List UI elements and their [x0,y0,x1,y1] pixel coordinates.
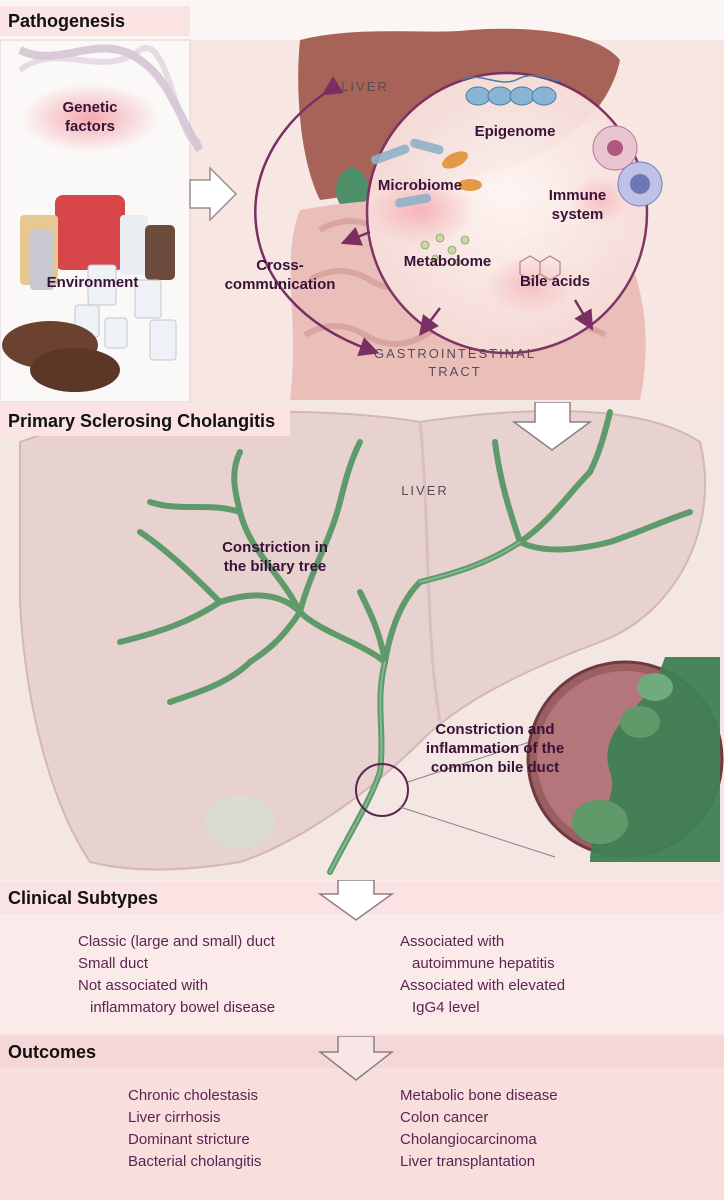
genetic-factors-line1: Genetic [62,99,118,116]
constriction-tree-line2: the biliary tree [223,558,327,575]
outcome-item: Cholangiocarcinoma [400,1131,537,1148]
outcome-item: Chronic cholestasis [128,1087,259,1104]
constriction-tree-line1: Constriction in [222,539,328,556]
outcome-item: Colon cancer [400,1109,489,1126]
outcome-item: Dominant stricture [128,1131,250,1148]
subtype-item: Associated with [400,933,505,950]
genetic-factors-label: Genetic factors [40,98,140,136]
immune-line2: system [551,206,604,223]
subtype-item: Associated with elevated [400,977,566,994]
outcome-item: Metabolic bone disease [400,1087,558,1104]
genetic-factors-line2: factors [64,118,116,135]
gastrointestinal-tract-caption: GASTROINTESTINAL TRACT [355,345,555,381]
bile-acids-label: Bile acids [519,273,591,290]
section-header-psc: Primary Sclerosing Cholangitis [0,406,290,436]
outcomes-right-list: Metabolic bone disease Colon cancer Chol… [400,1085,558,1173]
immune-line1: Immune [548,187,607,204]
liver-caption-top: LIVER [341,79,389,94]
outcome-item: Liver transplantation [400,1153,536,1170]
liver-caption-psc: LIVER [401,483,449,498]
immune-system-label: Immune system [530,186,625,224]
outcome-item: Bacterial cholangitis [128,1153,262,1170]
subtype-item: inflammatory bowel disease [90,999,276,1016]
constriction-biliary-tree-label: Constriction in the biliary tree [200,538,350,576]
cross-line1: Cross- [256,257,304,274]
subtypes-right-list: Associated with autoimmune hepatitis Ass… [400,931,565,1019]
gi-line2: TRACT [428,364,482,379]
outcomes-down-arrow [318,1036,395,1081]
gi-line1: GASTROINTESTINAL [373,346,537,361]
subtype-item: autoimmune hepatitis [412,955,555,972]
psc-illustration [0,402,724,880]
constriction-duct-line2: inflammation of the [425,740,565,757]
metabolome-label: Metabolome [403,253,492,270]
subtype-item: Not associated with [78,977,209,994]
cross-line2: communication [224,276,336,293]
subtype-item: Small duct [78,955,149,972]
subtypes-left-list: Classic (large and small) duct Small duc… [78,931,275,1019]
subtype-item: IgG4 level [412,999,480,1016]
epigenome-label: Epigenome [474,123,556,140]
outcome-item: Liver cirrhosis [128,1109,221,1126]
pathogenesis-illustration [0,0,724,402]
microbiome-label: Microbiome [377,177,463,194]
environment-label: Environment [46,274,139,291]
section-header-pathogenesis: Pathogenesis [0,6,190,36]
subtypes-down-arrow [318,880,395,921]
cross-communication-label: Cross- communication [205,256,355,294]
constriction-common-bile-duct-label: Constriction and inflammation of the com… [410,720,580,777]
subtype-item: Classic (large and small) duct [78,933,275,950]
constriction-duct-line1: Constriction and [435,721,555,738]
constriction-duct-line3: common bile duct [430,759,560,776]
outcomes-left-list: Chronic cholestasis Liver cirrhosis Domi… [128,1085,261,1173]
